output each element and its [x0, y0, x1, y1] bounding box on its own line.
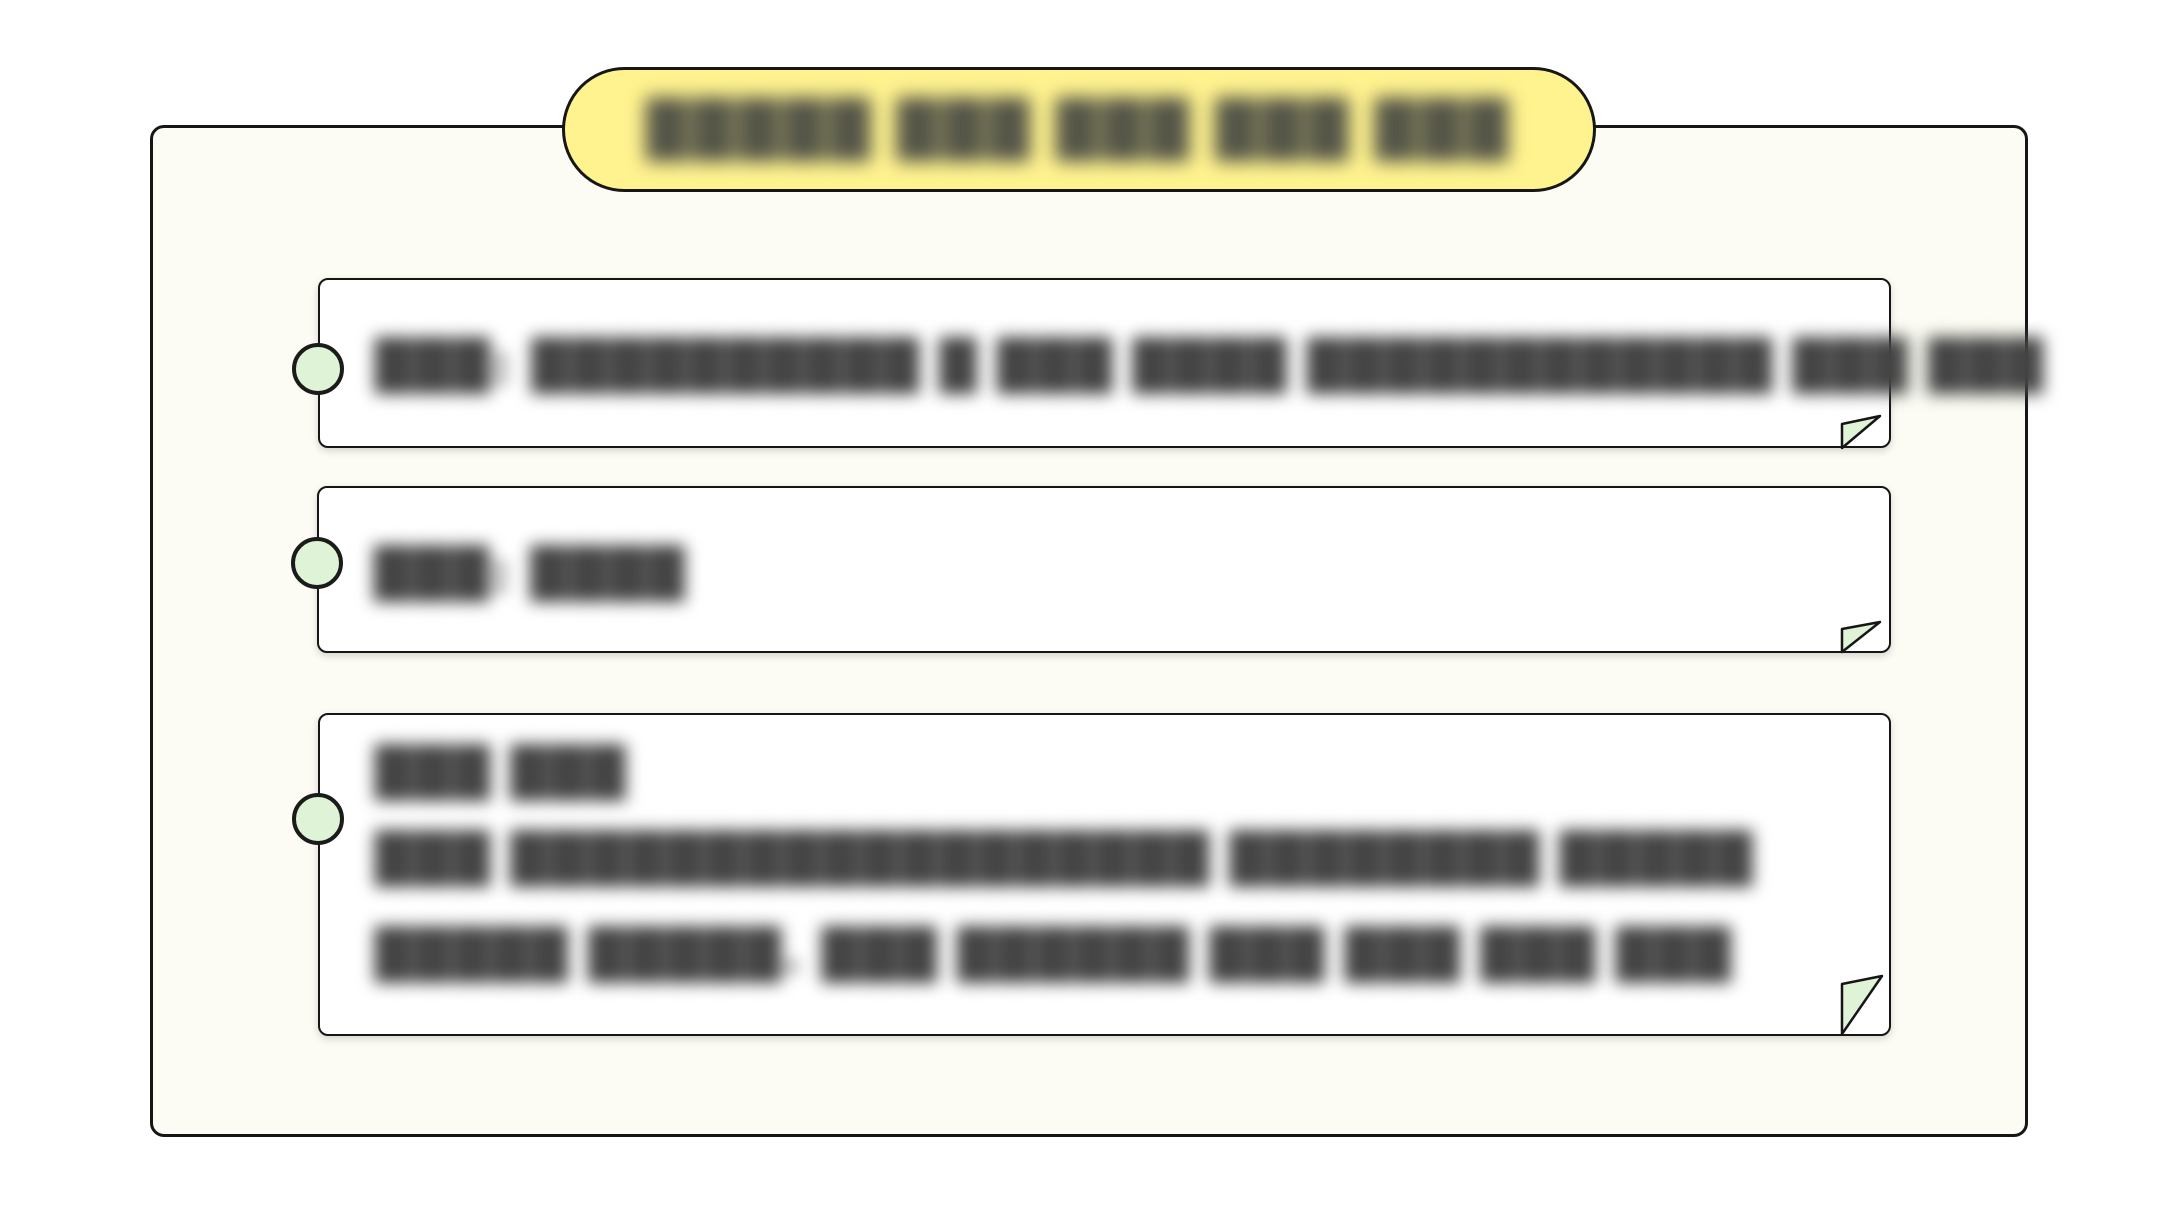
card-3-line-2: ███ ██████████████████ ████████ █████ [375, 831, 1755, 887]
info-card-2: ███: ████ [317, 486, 1891, 653]
page-curl-icon [1840, 620, 1882, 654]
info-card-1: ███: ██████████ █ ███ ████ ████████████ … [318, 278, 2043, 448]
page-curl-icon [1840, 974, 1884, 1036]
bullet-dot-icon [292, 343, 344, 395]
card-2-text: ███: ████ [374, 546, 687, 602]
card-3-line-3: █████ █████. ███ ██████ ███ ███ ███ ███ [375, 927, 1733, 983]
title-text: █████ ███ ███ ███ ███ [646, 98, 1512, 161]
bullet-dot-icon [292, 793, 344, 845]
title-pill: █████ ███ ███ ███ ███ [562, 67, 1596, 192]
card-1-text: ███: ██████████ █ ███ ████ ████████████ … [375, 338, 2045, 394]
card-3-line-1: ███ ███ [375, 745, 628, 801]
page-curl-icon [1840, 414, 1882, 450]
bullet-dot-icon [291, 537, 343, 589]
info-card-3: ███ ███ ███ ██████████████████ ████████ … [318, 713, 1891, 1036]
